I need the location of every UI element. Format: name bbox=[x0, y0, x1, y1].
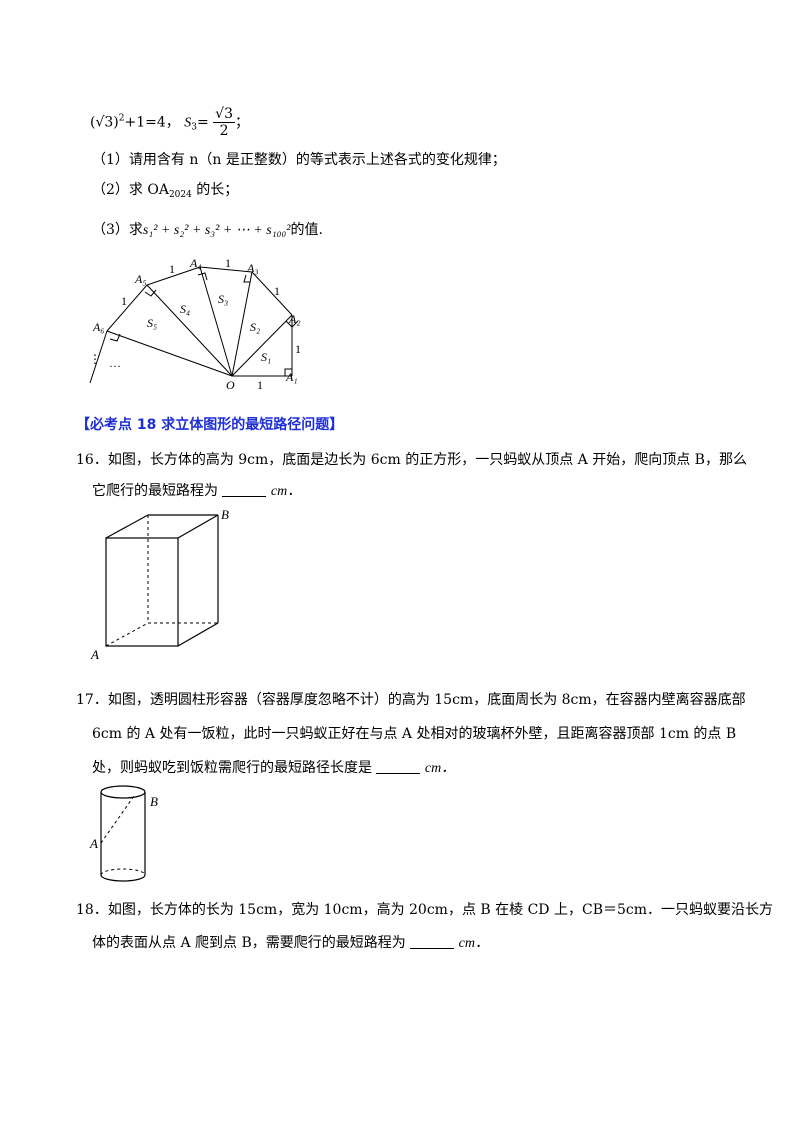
label-S5: S₅ bbox=[147, 316, 157, 330]
segment-O-A2 bbox=[231, 314, 293, 377]
length-A1A2: 1 bbox=[295, 342, 301, 356]
formula-sqrt3: √3 bbox=[95, 114, 114, 131]
right-angle-A1 bbox=[284, 368, 292, 376]
segment-O-A6 bbox=[106, 330, 233, 377]
dots-vertical: ⋮ bbox=[89, 352, 101, 366]
label-A2: A₂ bbox=[288, 312, 301, 326]
dots-horizontal: … bbox=[109, 356, 121, 370]
label-S4: S₄ bbox=[180, 302, 190, 316]
segment-A3-A4 bbox=[199, 266, 253, 273]
length-OA1: 1 bbox=[257, 378, 263, 392]
semicolon: ； bbox=[234, 114, 249, 131]
cylinder-bottom-front bbox=[100, 874, 146, 882]
q18-line2: 体的表面从点 A 爬到点 B，需要爬行的最短路程为 cm． bbox=[92, 933, 489, 954]
segment-A6-continue bbox=[89, 330, 108, 384]
formula-line: (√3)2+1=4， S3= √3 2 ； bbox=[90, 106, 249, 139]
cylinder-label-B: B bbox=[150, 794, 158, 809]
label-O: O bbox=[226, 378, 235, 392]
right-angle-A3 bbox=[243, 274, 250, 283]
segment-O-A4 bbox=[199, 266, 233, 377]
section-heading: 【必考点 18 求立体图形的最短路径问题】 bbox=[76, 417, 344, 433]
label-S3: S₃ bbox=[218, 292, 228, 306]
q15-part3: （3）求s₁² + s₂² + s₃² + ⋯ + s₁₀₀²的值. bbox=[92, 220, 323, 241]
length-A5A6: 1 bbox=[121, 294, 127, 308]
q15-part2: （2）求 OA2024 的长； bbox=[92, 180, 238, 205]
length-A4A5: 1 bbox=[169, 262, 175, 276]
q18-answer-blank bbox=[410, 934, 455, 949]
q15-part2-sub: 2024 bbox=[168, 190, 192, 200]
cuboid-figure: A B bbox=[90, 507, 229, 662]
q18-line2-text: 体的表面从点 A 爬到点 B，需要爬行的最短路程为 bbox=[92, 935, 406, 951]
label-A6: A₆ bbox=[92, 320, 105, 334]
cuboid-label-B: B bbox=[221, 507, 229, 522]
cuboid-edge-top-left bbox=[105, 514, 149, 539]
cuboid-edge-top-right bbox=[177, 514, 219, 539]
q17-line3: 处，则蚂蚁吃到饭粒需爬行的最短路径长度是 cm． bbox=[92, 758, 455, 779]
q15-part3-text: （3）求 bbox=[92, 222, 143, 238]
q15-part3-tail: 的值. bbox=[290, 222, 323, 238]
equals-sign: = bbox=[196, 114, 209, 131]
length-A3A4: 1 bbox=[225, 256, 231, 270]
label-A5: A₅ bbox=[134, 272, 147, 286]
cuboid-label-A: A bbox=[90, 647, 99, 662]
q17-unit: cm． bbox=[424, 761, 456, 776]
formula-paren-close: ) bbox=[113, 114, 119, 131]
label-S1: S₁ bbox=[261, 350, 271, 364]
segment-O-A3 bbox=[231, 271, 253, 377]
segment-A4-A5 bbox=[146, 266, 201, 286]
length-A2A3: 1 bbox=[274, 284, 280, 298]
label-A4: A₄ bbox=[189, 256, 202, 270]
label-S2: S₂ bbox=[250, 320, 260, 334]
cylinder-bottom-back bbox=[100, 868, 146, 876]
right-angle-A6 bbox=[109, 333, 121, 342]
cylinder-path bbox=[100, 795, 135, 844]
formula-exponent: 2 bbox=[118, 113, 125, 124]
s3-label: S bbox=[184, 115, 192, 131]
formula-paren-open: ( bbox=[90, 114, 96, 131]
q17-line3-text: 处，则蚂蚁吃到饭粒需爬行的最短路径长度是 bbox=[92, 760, 372, 776]
right-angle-A4 bbox=[197, 272, 208, 281]
right-angle-A2 bbox=[285, 320, 299, 328]
label-A1: A₁ bbox=[285, 370, 298, 384]
q15-part1: （1）请用含有 n（n 是正整数）的等式表示上述各式的变化规律； bbox=[92, 152, 506, 168]
s3-sub: 3 bbox=[191, 122, 197, 133]
q18-line1: 18．如图，长方体的长为 15cm，宽为 10cm，高为 20cm，点 B 在棱… bbox=[76, 902, 774, 918]
q16-answer-blank bbox=[222, 482, 267, 497]
q15-part3-expression: s₁² + s₂² + s₃² + ⋯ + s₁₀₀² bbox=[142, 223, 291, 238]
right-angle-A5 bbox=[144, 289, 157, 297]
q16-line1: 16．如图，长方体的高为 9cm，底面是边长为 6cm 的正方形，一只蚂蚁从顶点… bbox=[76, 452, 747, 468]
fraction: √3 2 bbox=[213, 106, 235, 139]
q17-answer-blank bbox=[376, 759, 421, 774]
cylinder-figure: A B bbox=[89, 785, 158, 882]
cuboid-hidden-left bbox=[105, 622, 149, 647]
formula-tail: +1=4， bbox=[124, 114, 180, 131]
cuboid-front-face bbox=[105, 537, 179, 647]
q15-part2-tail: 的长； bbox=[191, 182, 239, 198]
segment-A2-A3 bbox=[251, 271, 293, 316]
q16-line2: 它爬行的最短路程为 cm． bbox=[92, 481, 301, 502]
q16-line2-text: 它爬行的最短路程为 bbox=[92, 483, 218, 499]
spiral-figure: A₁ A₂ A₃ A₄ A₅ A₆ O S₁ S₂ S₃ S₄ S₅ 1 1 1… bbox=[89, 256, 301, 392]
q17-line2: 6cm 的 A 处有一饭粒，此时一只蚂蚁正好在与点 A 处相对的玻璃杯外壁，且距… bbox=[92, 726, 737, 742]
q17-line1: 17．如图，透明圆柱形容器（容器厚度忽略不计）的高为 15cm，底面周长为 8c… bbox=[76, 692, 746, 708]
q15-part2-text: （2）求 OA bbox=[92, 182, 169, 198]
q16-unit: cm． bbox=[270, 484, 302, 499]
fraction-numerator: √3 bbox=[213, 106, 235, 123]
cuboid-edge-bottom-right bbox=[177, 622, 219, 647]
fraction-denominator: 2 bbox=[219, 123, 229, 139]
q18-unit: cm． bbox=[458, 936, 489, 951]
cylinder-top bbox=[100, 785, 146, 799]
label-A3: A₃ bbox=[246, 261, 259, 275]
segment-A5-A6 bbox=[106, 284, 148, 332]
segment-O-A5 bbox=[146, 284, 233, 377]
cylinder-label-A: A bbox=[89, 836, 98, 851]
